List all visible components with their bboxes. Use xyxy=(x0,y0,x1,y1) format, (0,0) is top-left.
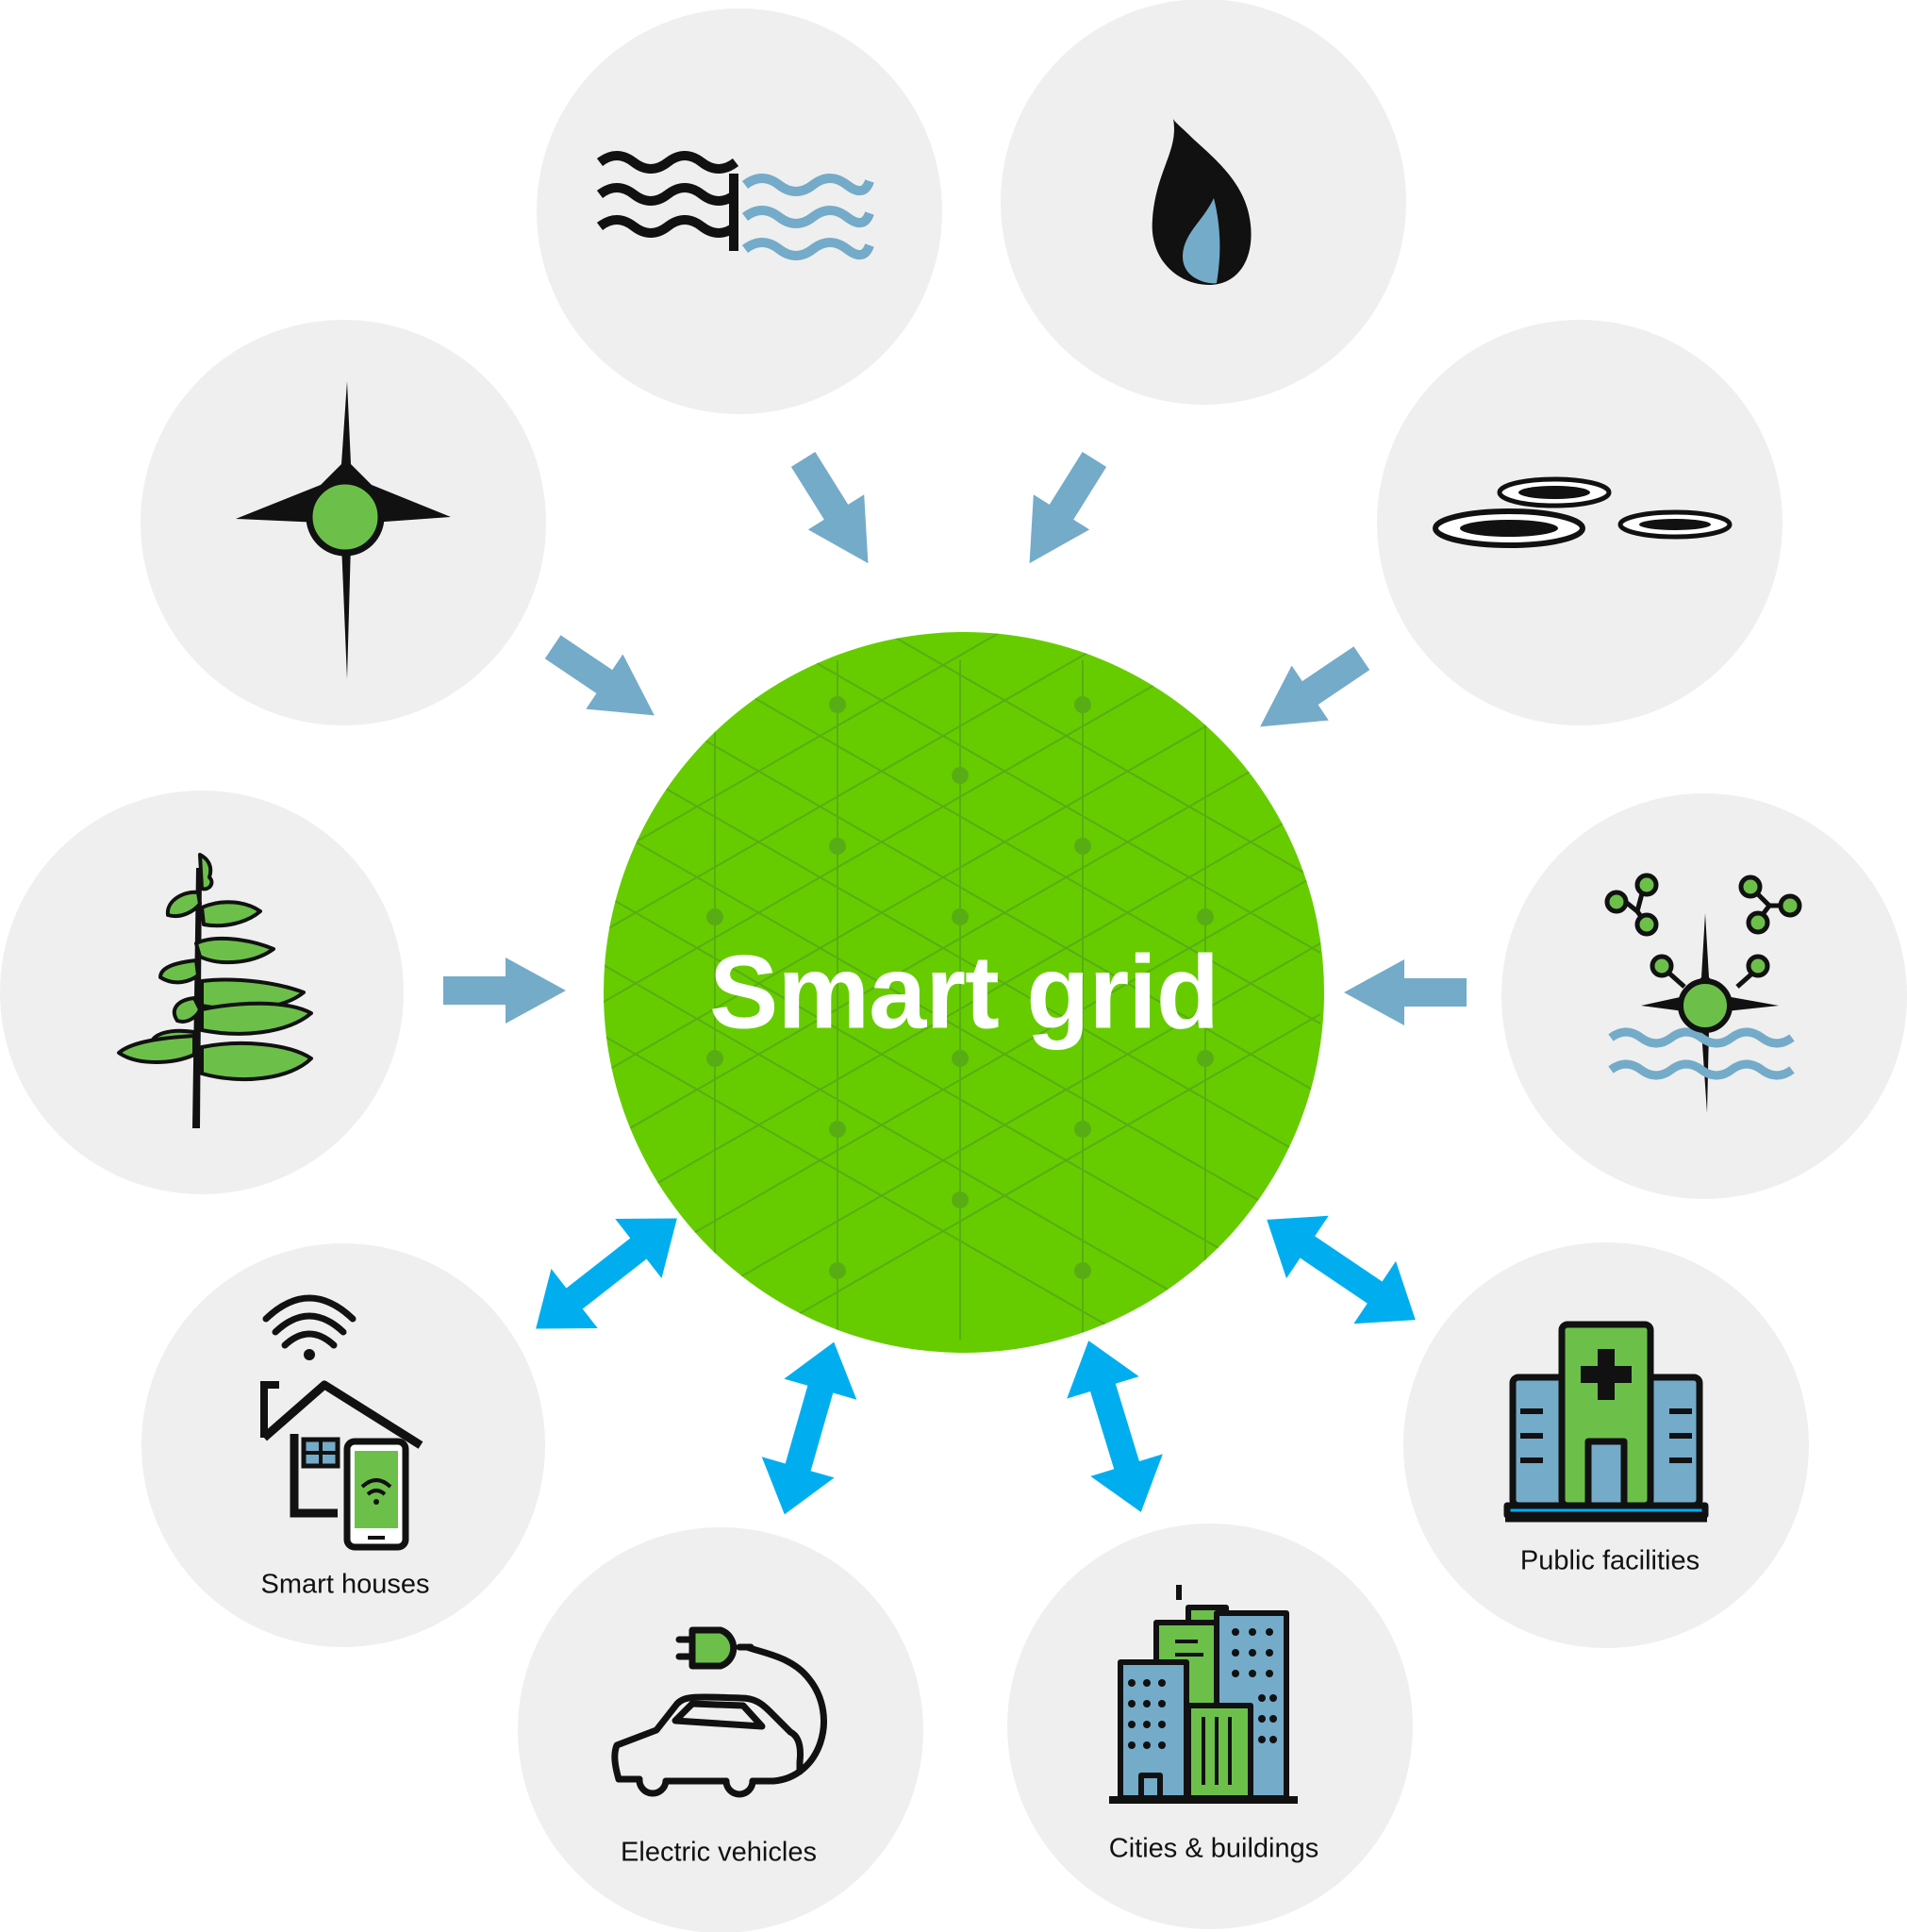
smart-houses-label: Smart houses xyxy=(260,1569,430,1600)
molecule-water-icon xyxy=(1604,873,1802,1113)
electric-vehicles-label: Electric vehicles xyxy=(621,1837,817,1868)
arrow-from-gas xyxy=(1001,441,1123,581)
arrow-public-facilities xyxy=(1245,1188,1437,1352)
smart-house-icon xyxy=(260,1294,423,1551)
arrow-from-biomass xyxy=(443,958,566,1024)
geothermal-icon xyxy=(1433,476,1733,548)
cities-buildings-label: Cities & buildings xyxy=(1108,1833,1319,1864)
city-buildings-icon xyxy=(1109,1585,1298,1804)
public-facilities-label: Public facilities xyxy=(1519,1545,1700,1576)
arrow-from-geothermal xyxy=(1241,630,1381,755)
electric-vehicles-circle xyxy=(518,1527,923,1932)
arrow-cities-buildings xyxy=(1052,1329,1178,1524)
wave-power-circle xyxy=(537,8,942,414)
arrow-smart-houses xyxy=(512,1188,701,1359)
smart-grid-title: Smart grid xyxy=(708,934,1219,1051)
arrow-from-wave-power xyxy=(774,441,897,581)
wave-power-icon xyxy=(596,151,874,260)
gas-flame-icon xyxy=(1152,119,1252,285)
arrow-from-solar xyxy=(534,619,673,743)
tree-icon xyxy=(117,853,313,1128)
smart-grid-circle xyxy=(604,632,1324,1353)
electric-car-icon xyxy=(611,1626,827,1798)
arrow-electric-vehicles xyxy=(748,1331,871,1525)
hospital-icon xyxy=(1503,1321,1709,1523)
arrow-from-hydrogen xyxy=(1344,959,1467,1025)
grid-mesh xyxy=(604,632,1321,1353)
smart-houses-circle xyxy=(141,1243,545,1647)
green-star-node-icon xyxy=(236,381,451,679)
